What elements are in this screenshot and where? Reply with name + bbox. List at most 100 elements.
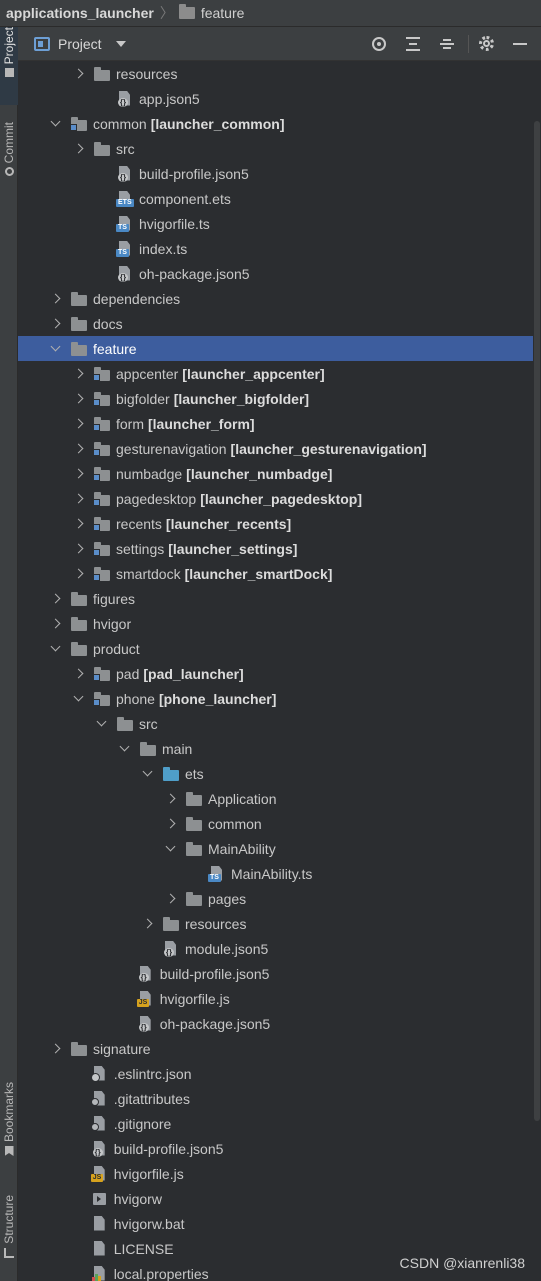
tree-item[interactable]: smartdock[launcher_smartDock] [18,561,541,586]
chevron-down-icon[interactable] [48,341,64,357]
left-tool-strip: Project Commit Bookmarks Structure [0,27,18,1281]
chevron-down-icon[interactable] [48,116,64,132]
tree-item[interactable]: phone[phone_launcher] [18,686,541,711]
chevron-down-icon[interactable] [94,716,110,732]
tree-item[interactable]: hvigorw.bat [18,1211,541,1236]
chevron-down-icon[interactable] [71,691,87,707]
tree-item[interactable]: .eslintrc.json [18,1061,541,1086]
tree-item[interactable]: docs [18,311,541,336]
tree-item[interactable]: ets [18,761,541,786]
tree-item[interactable]: common[launcher_common] [18,111,541,136]
tool-tab-project[interactable]: Project [0,27,18,105]
tree-item[interactable]: appcenter[launcher_appcenter] [18,361,541,386]
tree-item[interactable]: {}app.json5 [18,86,541,111]
select-opened-file-button[interactable] [366,31,392,57]
tree-item[interactable]: .gitattributes [18,1086,541,1111]
tree-item[interactable]: pagedesktop[launcher_pagedesktop] [18,486,541,511]
tree-item[interactable]: common [18,811,541,836]
tree-item[interactable]: Application [18,786,541,811]
project-view-icon [34,36,50,51]
chevron-down-icon[interactable] [117,741,133,757]
tool-tab-structure[interactable]: Structure [0,1195,18,1258]
tree-item[interactable]: {}build-profile.json5 [18,161,541,186]
tree-item[interactable]: pages [18,886,541,911]
tree-item[interactable]: recents[launcher_recents] [18,511,541,536]
project-view-selector[interactable]: Project [58,35,102,52]
chevron-right-icon[interactable] [163,791,179,807]
tree-item[interactable]: product [18,636,541,661]
expand-all-button[interactable] [400,31,426,57]
vertical-scrollbar[interactable] [533,61,541,1281]
tree-item[interactable]: main [18,736,541,761]
chevron-right-icon[interactable] [163,891,179,907]
chevron-right-icon[interactable] [48,591,64,607]
tree-item[interactable]: hvigor [18,611,541,636]
chevron-right-icon[interactable] [71,441,87,457]
options-button[interactable] [473,31,499,57]
chevron-right-icon[interactable] [71,141,87,157]
breadcrumb-leaf[interactable]: feature [200,5,245,21]
chevron-right-icon[interactable] [71,541,87,557]
tree-item[interactable]: {}oh-package.json5 [18,1011,541,1036]
tree-item[interactable]: signature [18,1036,541,1061]
chevron-down-icon[interactable] [115,40,126,47]
chevron-right-icon[interactable] [71,666,87,682]
tree-item[interactable]: src [18,711,541,736]
tree-item[interactable]: {}build-profile.json5 [18,961,541,986]
chevron-right-icon[interactable] [71,366,87,382]
chevron-right-icon[interactable] [48,291,64,307]
toolbar-divider [468,34,469,53]
chevron-right-icon[interactable] [48,316,64,332]
tree-item[interactable]: settings[launcher_settings] [18,536,541,561]
tree-item[interactable]: {}build-profile.json5 [18,1136,541,1161]
chevron-right-icon[interactable] [71,416,87,432]
tree-item[interactable]: figures [18,586,541,611]
chevron-right-icon[interactable] [71,566,87,582]
tree-item[interactable]: MainAbility [18,836,541,861]
chevron-right-icon[interactable] [71,466,87,482]
chevron-right-icon[interactable] [71,516,87,532]
tool-tab-commit[interactable]: Commit [0,122,18,177]
tree-item[interactable]: numbadge[launcher_numbadge] [18,461,541,486]
tree-item-label: phone [116,690,155,707]
chevron-right-icon[interactable] [163,816,179,832]
chevron-down-icon[interactable] [140,766,156,782]
chevron-down-icon[interactable] [163,841,179,857]
tree-item[interactable]: {}module.json5 [18,936,541,961]
tree-item[interactable]: local.properties [18,1261,541,1281]
tree-item[interactable]: resources [18,911,541,936]
chevron-right-icon[interactable] [48,616,64,632]
tree-item[interactable]: form[launcher_form] [18,411,541,436]
chevron-right-icon[interactable] [71,66,87,82]
tree-item[interactable]: {}oh-package.json5 [18,261,541,286]
tree-item[interactable]: LICENSE [18,1236,541,1261]
breadcrumb-root[interactable]: applications_launcher [6,5,154,21]
tree-item[interactable]: hvigorw [18,1186,541,1211]
chevron-right-icon[interactable] [48,1041,64,1057]
tree-item[interactable]: pad[pad_launcher] [18,661,541,686]
tree-item-label: common [93,115,147,132]
tree-item[interactable]: bigfolder[launcher_bigfolder] [18,386,541,411]
tree-item[interactable]: dependencies [18,286,541,311]
hide-panel-button[interactable] [507,31,533,57]
tree-item[interactable]: .gitignore [18,1111,541,1136]
tree-item[interactable]: resources [18,61,541,86]
chevron-down-icon[interactable] [48,641,64,657]
tree-item[interactable]: gesturenavigation[launcher_gesturenaviga… [18,436,541,461]
tree-item-label: .gitignore [113,1115,172,1132]
chevron-right-icon[interactable] [71,491,87,507]
chevron-right-icon[interactable] [71,391,87,407]
collapse-all-button[interactable] [434,31,460,57]
scrollbar-thumb[interactable] [534,121,540,1121]
tree-item[interactable]: src [18,136,541,161]
tool-tab-bookmarks[interactable]: Bookmarks [0,1082,18,1157]
tree-item[interactable]: feature [18,336,541,361]
chevron-right-icon[interactable] [140,916,156,932]
bookmark-icon [4,1146,14,1157]
